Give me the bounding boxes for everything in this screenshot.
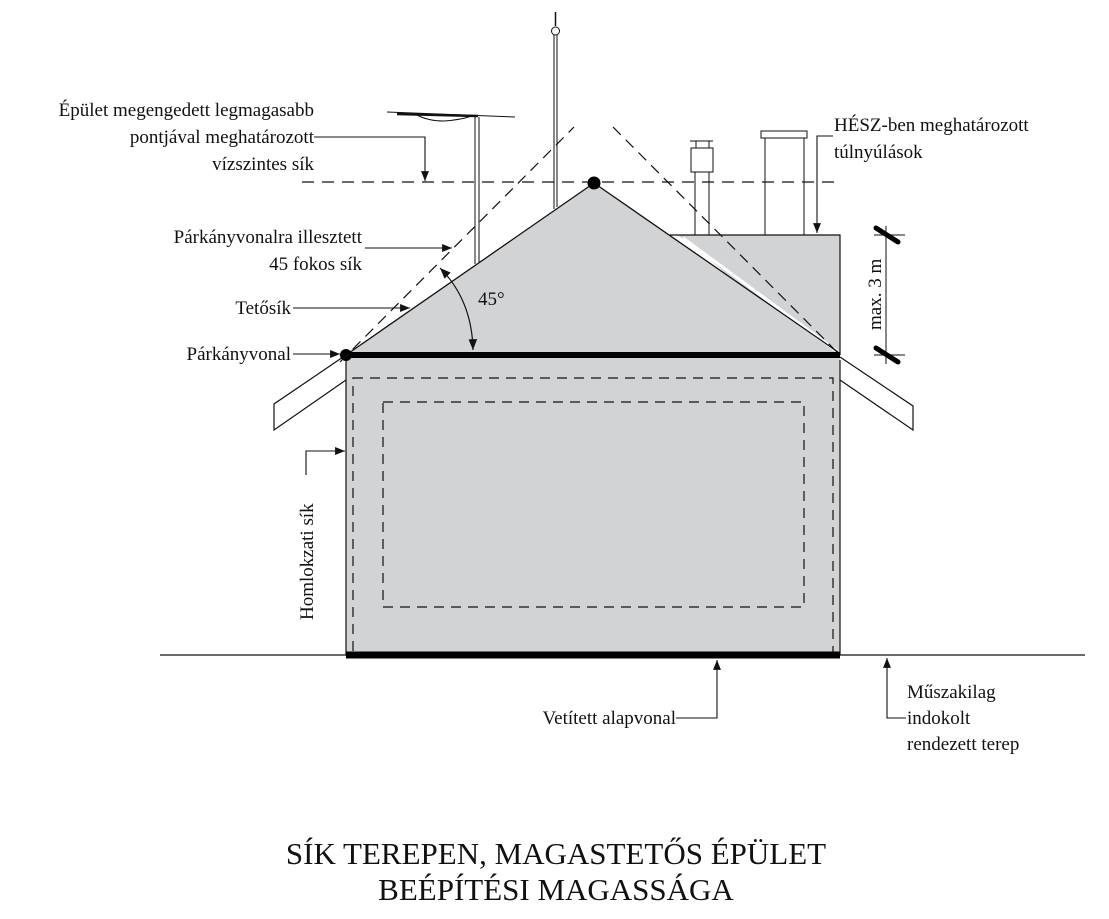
diagram-title-line1: SÍK TEREPEN, MAGASTETŐS ÉPÜLET: [286, 836, 826, 871]
eaves-point: [340, 349, 352, 361]
leader-projected-baseline: [676, 660, 721, 719]
large-chimney-cap: [760, 130, 808, 139]
leader-terrain: [883, 658, 906, 719]
label-terrain-3: rendezett terep: [907, 734, 1019, 755]
leader-facade-plane: [305, 447, 345, 475]
roof-peak-point: [587, 176, 601, 190]
label-overhangs-1: HÉSZ-ben meghatározott: [834, 114, 1029, 136]
label-facade-plane: Homlokzati sík: [297, 503, 318, 620]
label-terrain-1: Műszakilag: [907, 682, 996, 703]
inner-dashed-outline: [382, 401, 805, 608]
fortyfive-plane-left: [339, 126, 575, 363]
label-highest-plane-3: vízszintes sík: [212, 154, 314, 175]
antenna-dish-b: [396, 112, 479, 118]
dim-top-tick: [873, 225, 901, 245]
label-highest-plane-1: Épület megengedett legmagasabb: [59, 99, 314, 121]
label-overhangs-2: túlnyúlások: [834, 142, 923, 163]
overhang-white-gap: [682, 236, 839, 354]
label-highest-plane-2: pontjával meghatározott: [130, 127, 315, 148]
max-height-label: max. 3 m: [865, 259, 886, 330]
dim-bottom-tick: [873, 345, 901, 365]
right-eave-overhang: [839, 356, 914, 432]
diagram-title-line2: BEÉPÍTÉSI MAGASSÁGA: [378, 872, 734, 907]
label-projected-baseline: Vetített alapvonal: [543, 708, 676, 729]
outer-dashed-outline: [352, 377, 834, 656]
leader-highest-plane: [314, 136, 429, 181]
angle-arc: [439, 267, 478, 351]
antenna-dish-curve: [416, 114, 473, 122]
label-fortyfive-plane-2: 45 fokos sík: [269, 254, 362, 275]
mast-top-ring: [551, 26, 560, 36]
label-eaves-line: Párkányvonal: [187, 344, 291, 365]
facade-wall: [346, 355, 840, 655]
angle-label: 45°: [478, 289, 505, 310]
label-terrain-2: indokolt: [907, 708, 971, 729]
leader-overhangs: [813, 135, 833, 233]
left-eave-overhang: [273, 354, 347, 432]
label-fortyfive-plane-1: Párkányvonalra illesztett: [174, 227, 363, 248]
label-roof-plane: Tetősík: [235, 298, 291, 319]
roof-right-slope: [593, 182, 839, 353]
small-chimney-cap: [690, 147, 714, 173]
overhang-block-outline: [670, 234, 841, 355]
